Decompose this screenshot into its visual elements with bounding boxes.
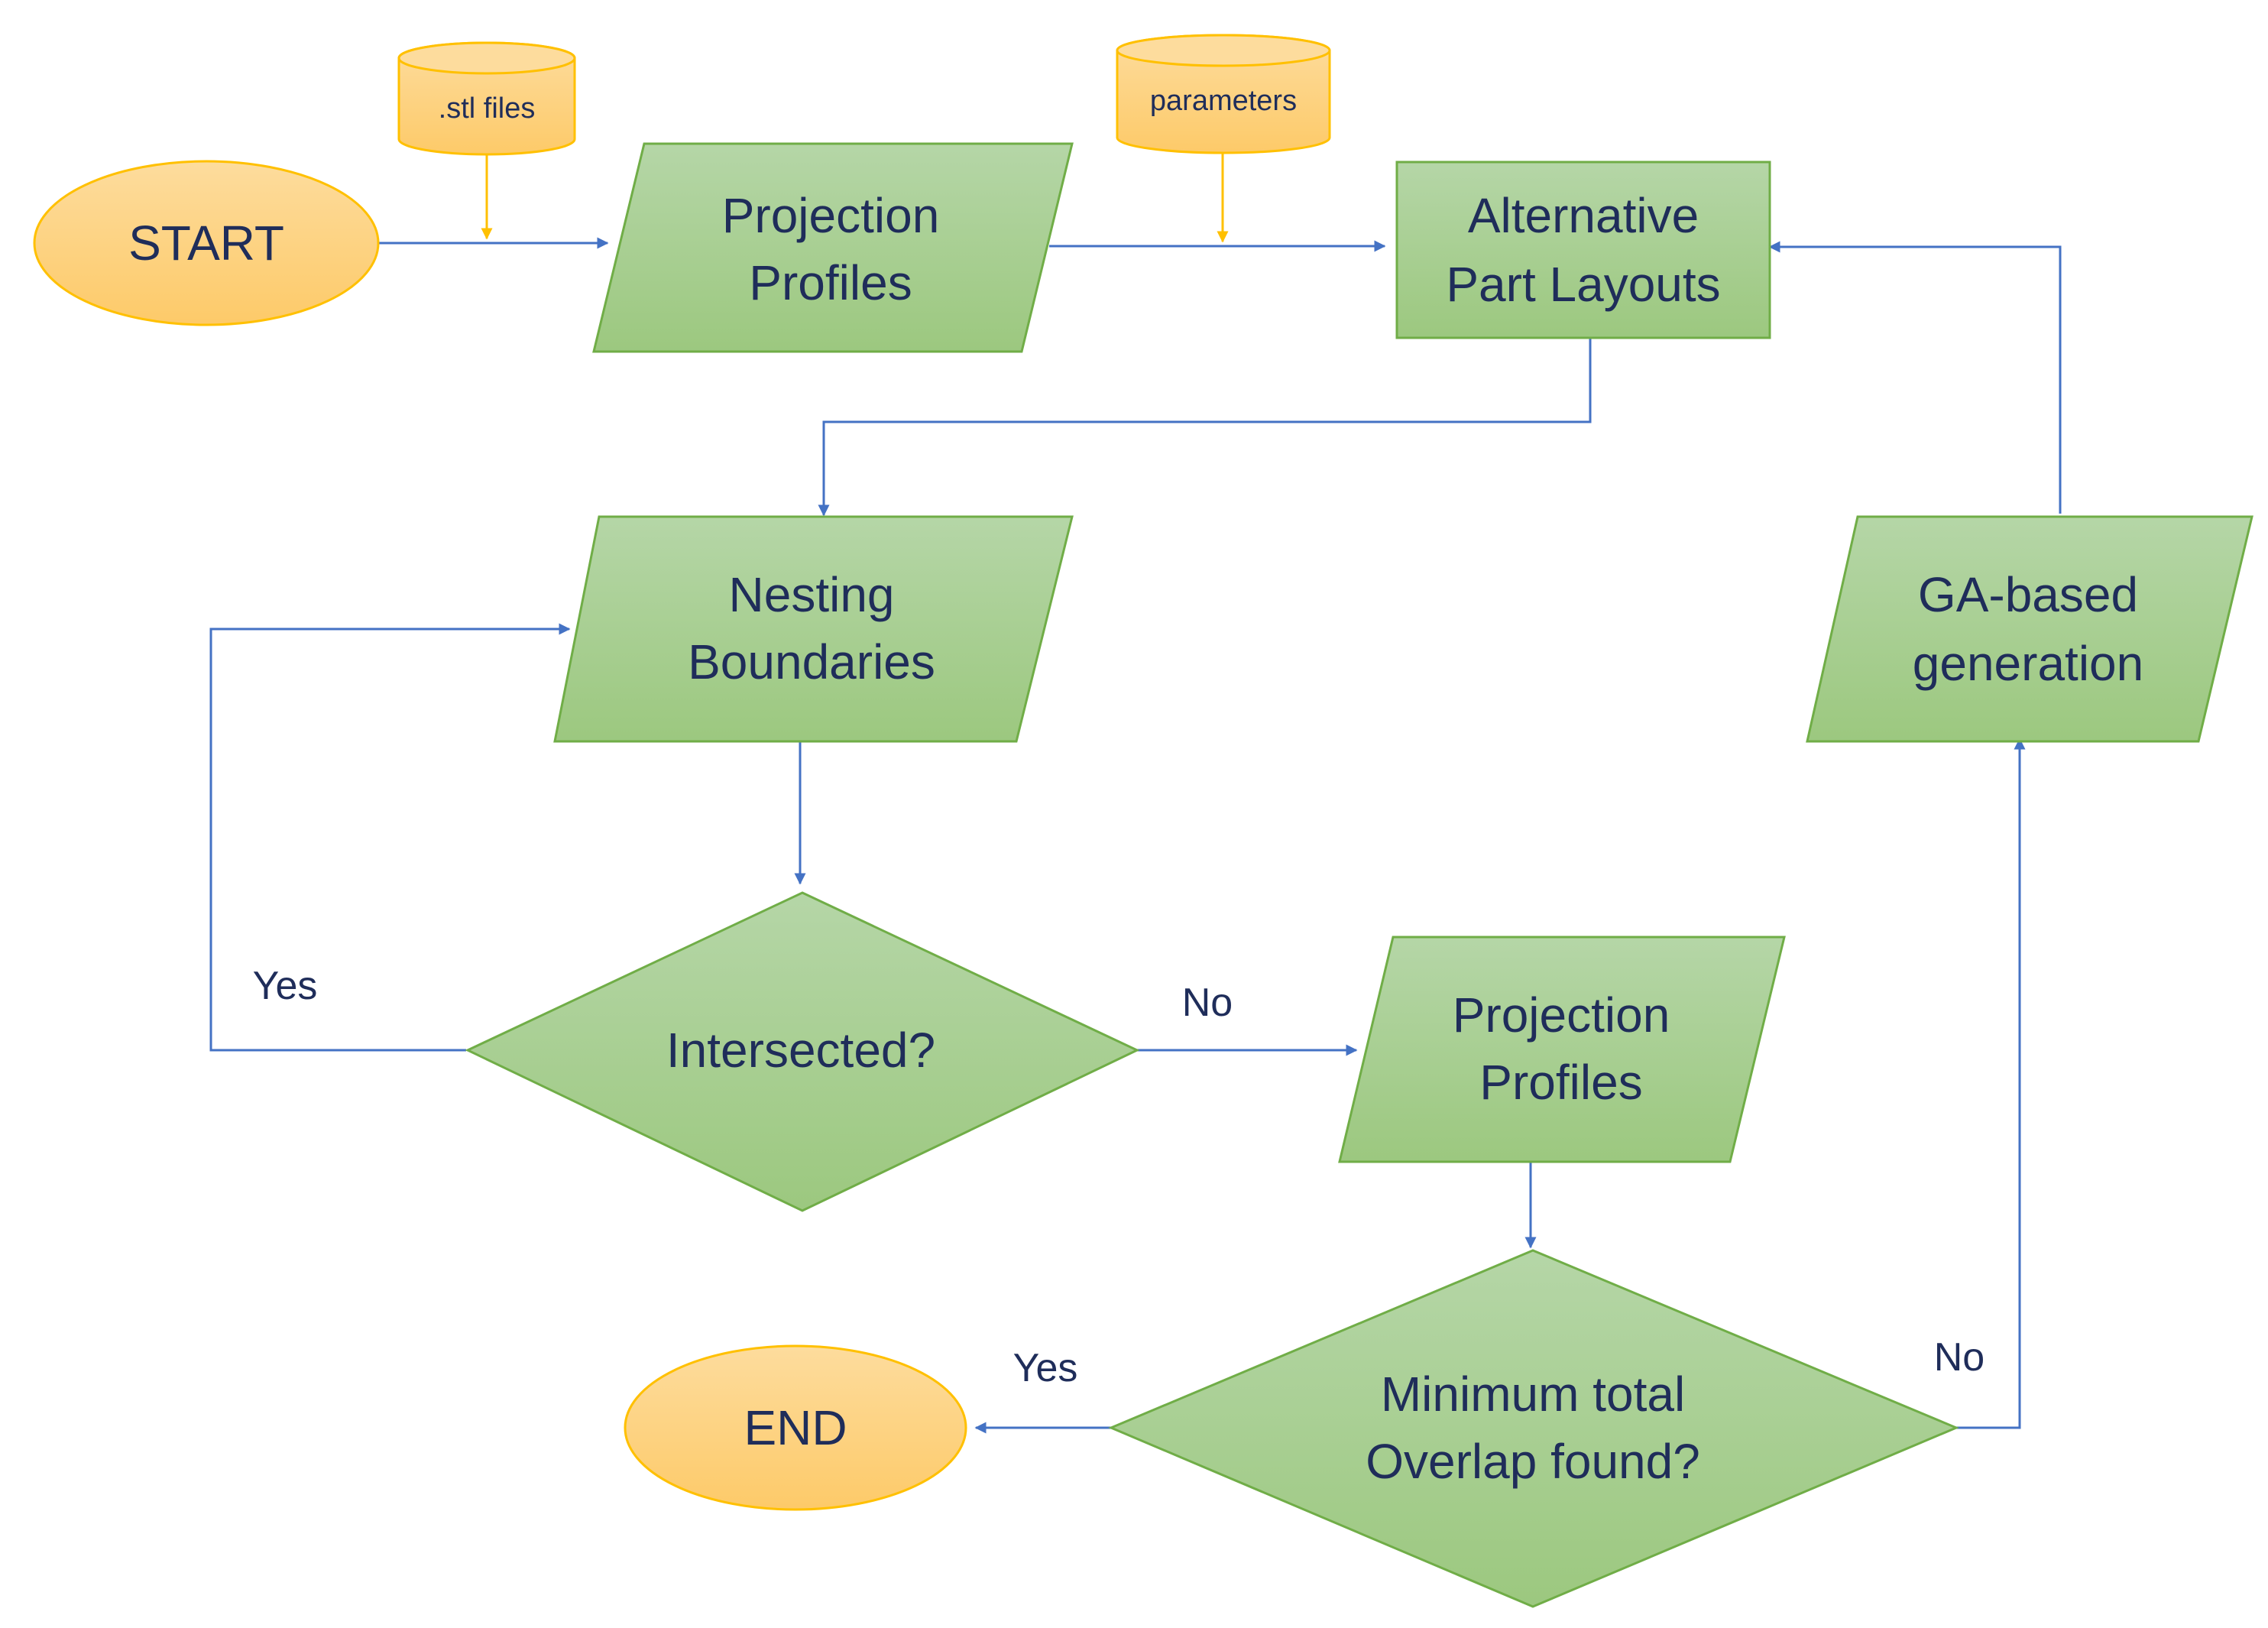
start-terminal: START: [33, 160, 380, 326]
projection-profiles-top: Projection Profiles: [592, 142, 1074, 353]
projection-profiles-top-line2: Profiles: [749, 255, 912, 310]
arrow-overlap-no: [1956, 738, 2026, 1429]
overlap-yes-label: Yes: [1013, 1346, 1078, 1390]
start-label: START: [128, 216, 284, 271]
alternative-part-layouts: Alternative Part Layouts: [1395, 161, 1771, 339]
ga-generation-line2: generation: [1913, 636, 2143, 691]
nesting-boundaries: Nesting Boundaries: [553, 515, 1074, 743]
intersected-no-label: No: [1182, 981, 1233, 1025]
min-overlap-line1: Minimum total: [1381, 1367, 1685, 1422]
stl-files-database: .stl files: [397, 41, 576, 156]
intersected-decision: Intersected?: [465, 891, 1140, 1212]
intersected-label: Intersected?: [666, 1023, 935, 1078]
ga-based-generation: GA-based generation: [1806, 515, 2253, 743]
projection-profiles-bottom-line2: Profiles: [1479, 1055, 1642, 1110]
alternative-layouts-line1: Alternative: [1468, 188, 1699, 243]
arrow-layouts-to-nesting: [818, 338, 1592, 517]
projection-profiles-bottom: Projection Profiles: [1338, 936, 1786, 1163]
overlap-no-label: No: [1934, 1335, 1985, 1380]
min-overlap-line2: Overlap found?: [1366, 1434, 1700, 1489]
arrow-intersected-yes-loop: [209, 623, 571, 1052]
min-overlap-decision: Minimum total Overlap found?: [1108, 1249, 1959, 1608]
intersected-yes-label: Yes: [253, 964, 318, 1008]
arrow-ga-to-layouts: [1768, 241, 2062, 514]
parameters-label: parameters: [1150, 85, 1297, 117]
parameters-database: parameters: [1116, 34, 1331, 154]
nesting-boundaries-line1: Nesting: [729, 567, 895, 622]
stl-files-label: .stl files: [439, 92, 536, 125]
ga-generation-line1: GA-based: [1918, 567, 2138, 622]
projection-profiles-bottom-line1: Projection: [1453, 988, 1670, 1043]
alternative-layouts-line2: Part Layouts: [1446, 257, 1720, 312]
end-terminal: END: [624, 1344, 967, 1511]
nesting-boundaries-line2: Boundaries: [688, 634, 935, 689]
projection-profiles-top-line1: Projection: [722, 188, 940, 243]
end-label: END: [744, 1400, 847, 1455]
